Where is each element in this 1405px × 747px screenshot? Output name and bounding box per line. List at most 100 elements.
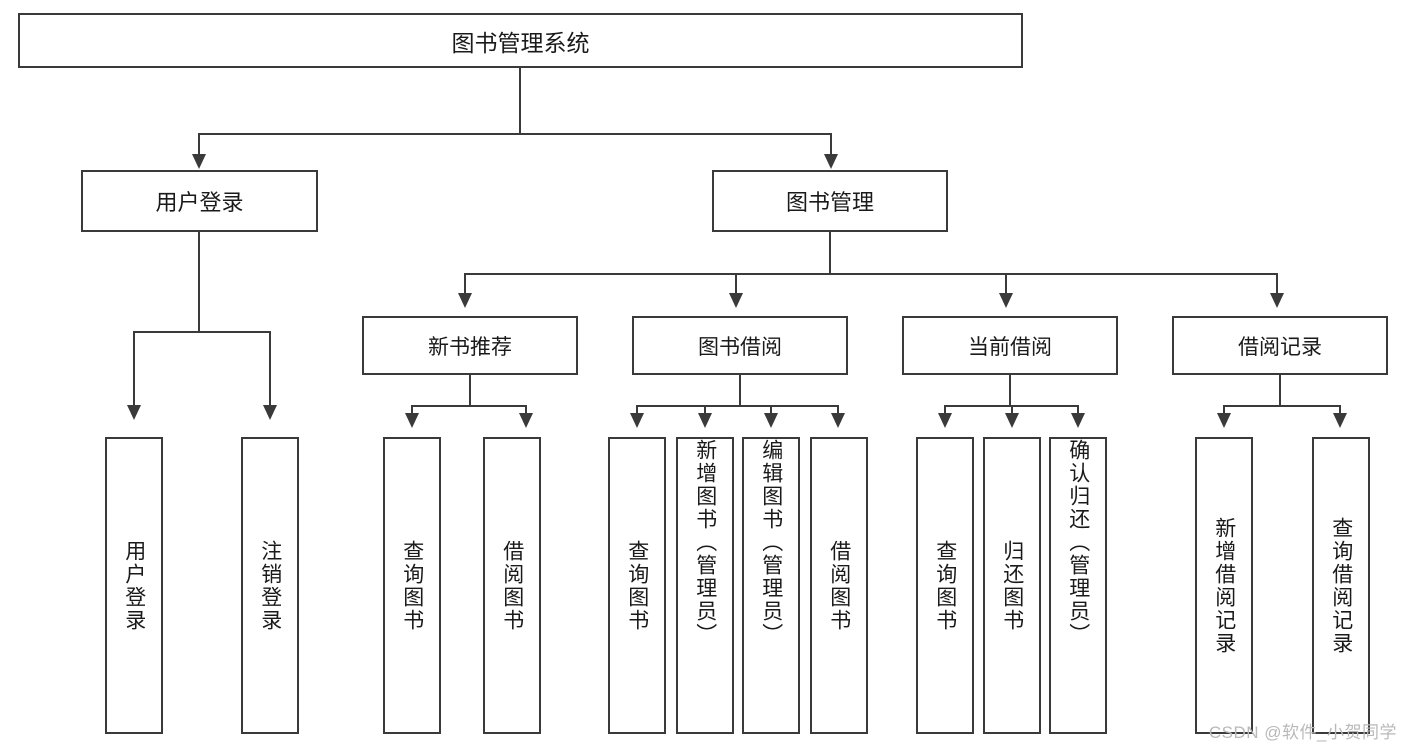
leaf-label: 注销登录 bbox=[258, 539, 282, 632]
leaf-edit-book-admin[interactable]: 编辑图书（管理员） bbox=[742, 437, 800, 734]
connector-root-stem bbox=[519, 68, 521, 134]
connector-book-management-bus bbox=[464, 273, 1276, 275]
leaf-return-book[interactable]: 归还图书 bbox=[983, 437, 1041, 734]
leaf-label: 借阅图书 bbox=[827, 539, 851, 632]
connector-nbr-branch-1 bbox=[411, 405, 413, 415]
leaf-add-book-admin[interactable]: 新增图书（管理员） bbox=[676, 437, 734, 734]
connector-nbr-bus bbox=[411, 405, 527, 407]
node-label: 图书管理 bbox=[785, 190, 874, 215]
connector-bm-branch-4 bbox=[1276, 273, 1278, 295]
connector-bb-bus bbox=[636, 405, 839, 407]
arrow-nbr-branch-2 bbox=[519, 413, 533, 428]
connector-user-login-branch-1 bbox=[133, 331, 135, 407]
leaf-query-borrow-record[interactable]: 查询借阅记录 bbox=[1312, 437, 1370, 734]
connector-bb-branch-1 bbox=[636, 405, 638, 415]
connector-user-login-bus bbox=[133, 331, 271, 333]
node-book-borrow[interactable]: 图书借阅 bbox=[632, 316, 848, 375]
leaf-inner: 借阅图书 bbox=[812, 439, 866, 732]
node-label: 当前借阅 bbox=[968, 335, 1052, 359]
connector-br-stem bbox=[1279, 375, 1281, 407]
arrow-user-login-branch-1 bbox=[127, 405, 141, 420]
connector-user-login-branch-2 bbox=[269, 331, 271, 407]
leaf-label: 新增借阅记录 bbox=[1212, 516, 1236, 655]
arrow-cb-branch-1 bbox=[938, 413, 952, 428]
leaf-label: 查询借阅记录 bbox=[1329, 516, 1353, 655]
arrow-bb-branch-1 bbox=[630, 413, 644, 428]
node-borrow-record[interactable]: 借阅记录 bbox=[1172, 316, 1388, 375]
leaf-inner: 查询图书 bbox=[385, 439, 439, 732]
leaf-borrow-book-nbr[interactable]: 借阅图书 bbox=[483, 437, 541, 734]
connector-bb-branch-4 bbox=[837, 405, 839, 415]
connector-bm-branch-1 bbox=[464, 273, 466, 295]
leaf-inner: 编辑图书（管理员） bbox=[744, 439, 798, 732]
arrow-user-login-branch-2 bbox=[263, 405, 277, 420]
node-new-book-recommend[interactable]: 新书推荐 bbox=[362, 316, 578, 375]
arrow-cb-branch-3 bbox=[1071, 413, 1085, 428]
connector-nbr-stem bbox=[469, 375, 471, 407]
connector-bb-branch-3 bbox=[770, 405, 772, 415]
csdn-watermark: CSDN @软件_小贺同学 bbox=[1208, 723, 1397, 742]
leaf-add-borrow-record[interactable]: 新增借阅记录 bbox=[1195, 437, 1253, 734]
leaf-query-book-nbr[interactable]: 查询图书 bbox=[383, 437, 441, 734]
leaf-user-login[interactable]: 用户登录 bbox=[105, 437, 163, 734]
arrow-root-to-user-login bbox=[192, 154, 206, 169]
arrow-bb-branch-2 bbox=[698, 413, 712, 428]
arrow-bm-branch-4 bbox=[1270, 293, 1284, 308]
leaf-inner: 用户登录 bbox=[107, 439, 161, 732]
leaf-inner: 注销登录 bbox=[243, 439, 297, 732]
connector-cb-stem bbox=[1009, 375, 1011, 407]
leaf-inner: 新增借阅记录 bbox=[1197, 439, 1251, 732]
connector-cb-branch-2 bbox=[1011, 405, 1013, 415]
leaf-query-book-cb[interactable]: 查询图书 bbox=[916, 437, 974, 734]
connector-bb-stem bbox=[739, 375, 741, 407]
connector-cb-branch-3 bbox=[1077, 405, 1079, 415]
leaf-confirm-return-admin[interactable]: 确认归还（管理员） bbox=[1049, 437, 1107, 734]
leaf-label: 查询图书 bbox=[933, 539, 957, 632]
leaf-query-book-bb[interactable]: 查询图书 bbox=[608, 437, 666, 734]
arrow-bb-branch-3 bbox=[764, 413, 778, 428]
node-root-book-management-system[interactable]: 图书管理系统 bbox=[18, 13, 1023, 68]
leaf-label: 查询图书 bbox=[625, 539, 649, 632]
connector-bb-branch-2 bbox=[704, 405, 706, 415]
arrow-cb-branch-2 bbox=[1005, 413, 1019, 428]
arrow-br-branch-2 bbox=[1333, 413, 1347, 428]
leaf-inner: 归还图书 bbox=[985, 439, 1039, 732]
leaf-inner: 查询图书 bbox=[610, 439, 664, 732]
arrow-bm-branch-2 bbox=[729, 293, 743, 308]
connector-root-to-book-management bbox=[830, 133, 832, 156]
connector-br-branch-2 bbox=[1339, 405, 1341, 415]
node-book-management[interactable]: 图书管理 bbox=[712, 170, 948, 232]
leaf-borrow-book-bb[interactable]: 借阅图书 bbox=[810, 437, 868, 734]
leaf-label: 用户登录 bbox=[122, 539, 146, 632]
leaf-inner: 查询图书 bbox=[918, 439, 972, 732]
node-current-borrow[interactable]: 当前借阅 bbox=[902, 316, 1118, 375]
leaf-label: 编辑图书（管理员） bbox=[759, 439, 783, 646]
node-label: 图书管理系统 bbox=[451, 29, 590, 56]
connector-br-branch-1 bbox=[1223, 405, 1225, 415]
leaf-inner: 查询借阅记录 bbox=[1314, 439, 1368, 732]
arrow-br-branch-1 bbox=[1217, 413, 1231, 428]
leaf-label: 确认归还（管理员） bbox=[1066, 439, 1090, 646]
node-label: 用户登录 bbox=[155, 190, 244, 215]
connector-root-to-user-login bbox=[198, 133, 200, 156]
leaf-label: 借阅图书 bbox=[500, 539, 524, 632]
connector-cb-branch-1 bbox=[944, 405, 946, 415]
node-user-login[interactable]: 用户登录 bbox=[81, 170, 318, 232]
arrow-bm-branch-1 bbox=[458, 293, 472, 308]
connector-bm-branch-3 bbox=[1005, 273, 1007, 295]
arrow-root-to-book-management bbox=[824, 154, 838, 169]
node-label: 新书推荐 bbox=[428, 335, 512, 359]
connector-book-management-stem bbox=[829, 232, 831, 275]
connector-bm-branch-2 bbox=[735, 273, 737, 295]
arrow-bm-branch-3 bbox=[999, 293, 1013, 308]
leaf-logout[interactable]: 注销登录 bbox=[241, 437, 299, 734]
leaf-label: 归还图书 bbox=[1000, 539, 1024, 632]
connector-nbr-branch-2 bbox=[525, 405, 527, 415]
node-label: 借阅记录 bbox=[1238, 335, 1322, 359]
arrow-nbr-branch-1 bbox=[405, 413, 419, 428]
node-label: 图书借阅 bbox=[698, 335, 782, 359]
leaf-label: 查询图书 bbox=[400, 539, 424, 632]
leaf-inner: 确认归还（管理员） bbox=[1051, 439, 1105, 732]
connector-br-bus bbox=[1223, 405, 1341, 407]
connector-root-bus bbox=[198, 133, 832, 135]
